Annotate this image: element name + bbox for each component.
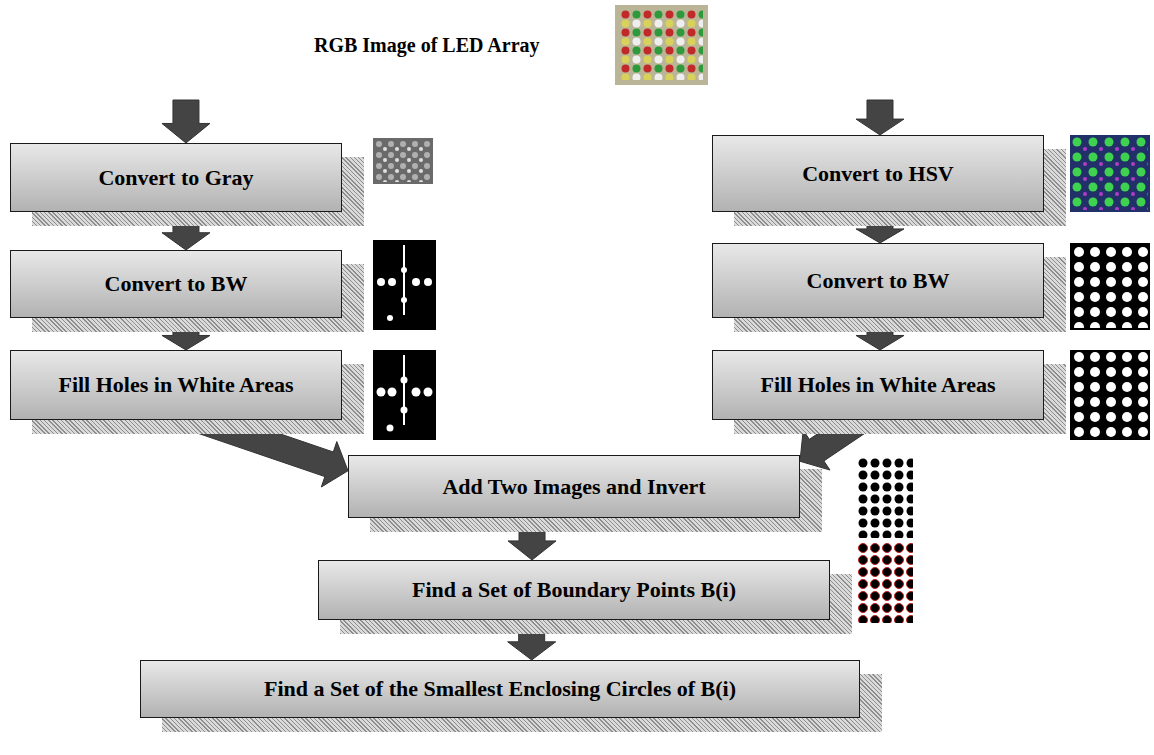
process-box: Fill Holes in White Areas (712, 350, 1044, 420)
inverted-thumbnail (855, 455, 915, 540)
boundary-thumbnail-dots (857, 542, 913, 623)
process-box: Convert to BW (712, 243, 1044, 318)
blob-dot (388, 278, 396, 286)
process-box: Convert to Gray (10, 143, 342, 212)
bw-thumbnail (373, 240, 436, 330)
box-label: Find a Set of the Smallest Enclosing Cir… (264, 676, 736, 701)
filled-blobs (377, 355, 433, 432)
hsv-thumbnail-dots (1072, 137, 1148, 210)
box-label: Fill Holes in White Areas (760, 372, 995, 397)
hsv-thumbnail (1070, 135, 1150, 212)
process-box: Convert to HSV (712, 135, 1044, 212)
bw-thumbnail (1070, 243, 1150, 330)
blob-dot (424, 388, 433, 397)
gray-thumbnail-dots (375, 140, 431, 182)
box-label: Convert to Gray (98, 165, 253, 190)
blob-dot (412, 278, 420, 286)
process-box: Fill Holes in White Areas (10, 350, 342, 420)
box-label: Convert to BW (807, 268, 950, 293)
blob-line (403, 245, 405, 315)
box-label: Convert to HSV (802, 161, 954, 186)
blob-dot (387, 425, 394, 432)
blob-dot (377, 388, 386, 397)
bw-blobs (377, 245, 432, 321)
filled-thumbnail-dots (1072, 352, 1148, 438)
process-box: Convert to BW (10, 250, 342, 318)
filled-thumbnail (1070, 350, 1150, 440)
blob-dot (424, 278, 432, 286)
blob-dot (388, 388, 397, 397)
inverted-thumbnail-dots (857, 457, 913, 538)
led-photo (615, 5, 708, 85)
box-label: RGB Image of LED Array (314, 34, 540, 57)
blob-dot (377, 278, 385, 286)
blob-dot (412, 388, 421, 397)
process-box: Add Two Images and Invert (348, 455, 800, 518)
gray-thumbnail (373, 138, 433, 184)
block-arrow (162, 100, 210, 143)
process-box: Find a Set of the Smallest Enclosing Cir… (140, 660, 860, 718)
boundary-thumbnail (855, 542, 915, 625)
box-label: Convert to BW (105, 271, 248, 296)
process-box: Find a Set of Boundary Points B(i) (318, 560, 830, 620)
blob-dot (387, 315, 393, 321)
box-label: Fill Holes in White Areas (58, 372, 293, 397)
led-photo-dots (620, 10, 703, 80)
bw-thumbnail-dots (1072, 245, 1148, 328)
block-arrow (856, 100, 904, 135)
blob-line (403, 355, 405, 425)
box-label: Add Two Images and Invert (442, 474, 705, 499)
filled-thumbnail (373, 350, 436, 440)
box-label: Find a Set of Boundary Points B(i) (412, 577, 736, 602)
image-heading: RGB Image of LED Array (170, 5, 900, 100)
